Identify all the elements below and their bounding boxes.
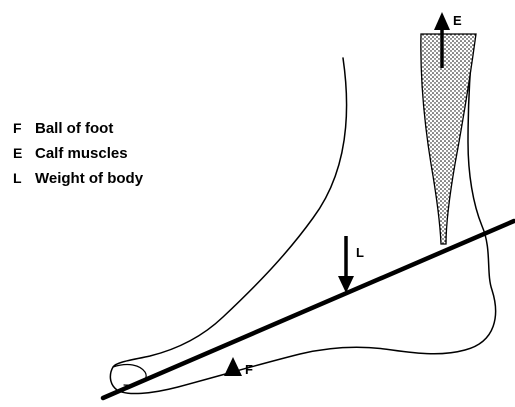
- fulcrum-marker: [224, 357, 242, 376]
- load-arrow: [338, 236, 354, 293]
- fulcrum-label: F: [245, 362, 253, 377]
- load-label: L: [356, 245, 364, 260]
- lever-bar: [103, 221, 514, 398]
- effort-label: E: [453, 13, 462, 28]
